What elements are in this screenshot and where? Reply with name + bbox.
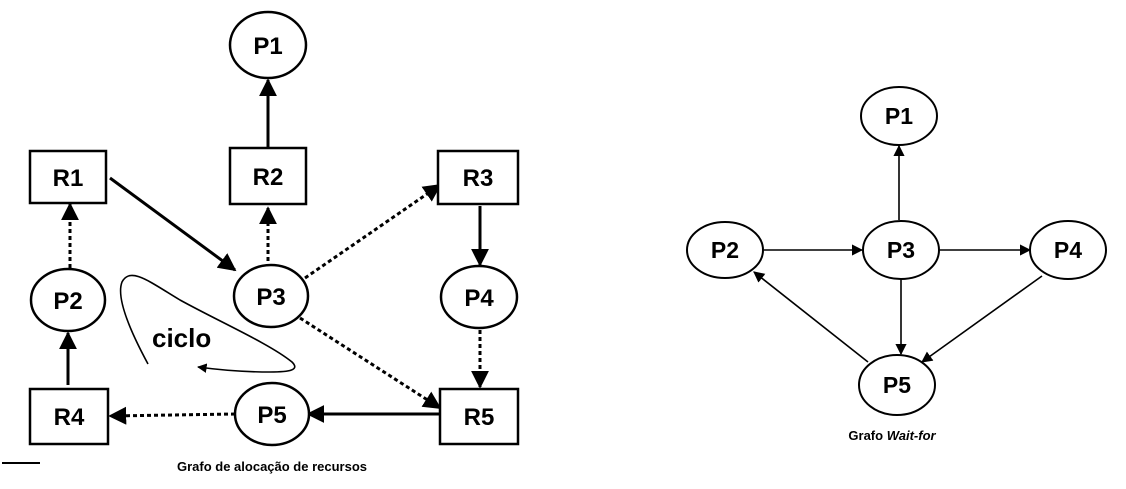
node-r5: R5: [438, 387, 520, 446]
allocation-graph-caption: Grafo de alocação de recursos: [177, 459, 367, 474]
wf-node-p2: P2: [686, 221, 764, 279]
allocation-edges: [59, 78, 489, 425]
node-p4: P4: [439, 264, 519, 330]
wf-node-p2-label: P2: [711, 237, 739, 263]
node-p3: P3: [232, 263, 310, 329]
cycle-label: ciclo: [152, 323, 211, 353]
wait-for-caption-prefix: Grafo: [848, 428, 886, 443]
node-r2-label: R2: [253, 164, 284, 191]
node-p4-label: P4: [464, 285, 494, 312]
wait-for-edges: [753, 144, 1043, 363]
node-p1: P1: [228, 10, 308, 80]
node-r4-label: R4: [54, 404, 85, 431]
node-p3-label: P3: [256, 284, 285, 311]
wf-edge-p4-p5: [921, 275, 1043, 363]
node-p5: P5: [233, 381, 311, 447]
wf-node-p1-label: P1: [885, 103, 913, 129]
node-p5-label: P5: [257, 402, 286, 429]
wait-for-graph: P1 P2 P3 P4 P5 Grafo Wait-for: [686, 86, 1107, 443]
wf-node-p1: P1: [860, 86, 938, 146]
wf-node-p4: P4: [1029, 220, 1107, 280]
node-p1-label: P1: [253, 33, 282, 60]
wf-node-p4-label: P4: [1054, 237, 1082, 263]
node-r3-label: R3: [463, 165, 494, 192]
node-r1: R1: [28, 149, 108, 205]
node-r4: R4: [28, 387, 110, 446]
edge-p3-r3: [304, 183, 442, 280]
node-p2: P2: [29, 267, 107, 333]
wait-for-caption-italic: Wait-for: [887, 428, 937, 443]
edge-p3-r5: [299, 316, 442, 410]
wf-node-p5: P5: [858, 354, 936, 416]
edge-p5-r4: [108, 406, 236, 425]
cycle-loop: [119, 274, 296, 373]
node-p2-label: P2: [53, 288, 82, 315]
node-r5-label: R5: [464, 404, 495, 431]
allocation-graph: P1 R2 R1 R3 P2 P3 P4 R4: [2, 10, 520, 474]
wf-node-p3-label: P3: [887, 237, 915, 263]
wait-for-graph-caption: Grafo Wait-for: [848, 428, 936, 443]
node-r2: R2: [228, 146, 308, 206]
node-r3: R3: [436, 149, 520, 206]
node-r1-label: R1: [53, 165, 84, 192]
wf-node-p5-label: P5: [883, 372, 911, 398]
wf-edge-p5-p2: [753, 271, 869, 363]
edge-r1-p3: [109, 176, 237, 272]
wf-node-p3: P3: [862, 220, 940, 280]
